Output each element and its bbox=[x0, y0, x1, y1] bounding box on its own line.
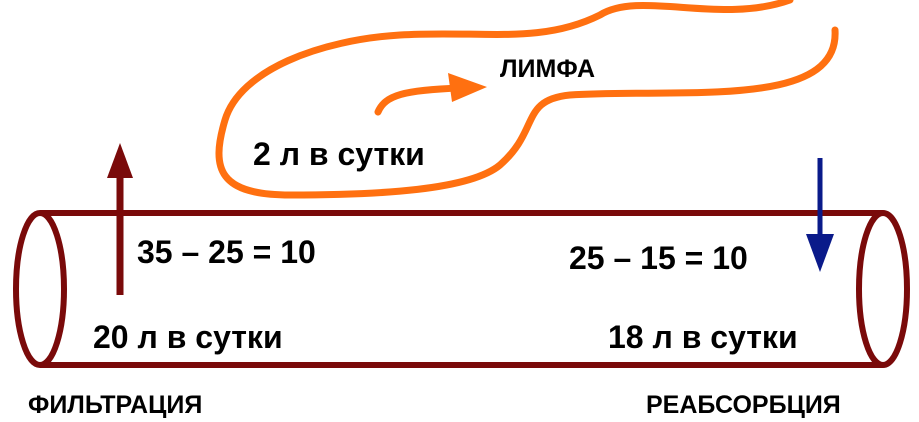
reabsorption-arrowhead bbox=[806, 234, 834, 272]
capillary-right-end bbox=[856, 210, 910, 368]
capillary-tube-body bbox=[40, 210, 883, 368]
lymph-label: ЛИМФА bbox=[500, 55, 596, 83]
reabsorption-rate-label: 18 л в сутки bbox=[608, 319, 798, 355]
lymph-flow-arrowhead bbox=[448, 73, 487, 102]
lymph-vessel bbox=[215, 0, 839, 199]
filtration-calc-label: 35 – 25 = 10 bbox=[137, 234, 316, 270]
lymph-flow-arrow bbox=[374, 84, 464, 116]
filtration-label: ФИЛЬТРАЦИЯ bbox=[28, 391, 203, 419]
capillary-left-end bbox=[13, 210, 67, 368]
reabsorption-label: РЕАБСОРБЦИЯ bbox=[646, 391, 841, 419]
reabsorption-calc-label: 25 – 15 = 10 bbox=[569, 240, 748, 276]
filtration-rate-label: 20 л в сутки bbox=[93, 319, 283, 355]
filtration-arrowhead bbox=[107, 143, 133, 178]
lymph-rate-label: 2 л в сутки bbox=[253, 136, 425, 172]
